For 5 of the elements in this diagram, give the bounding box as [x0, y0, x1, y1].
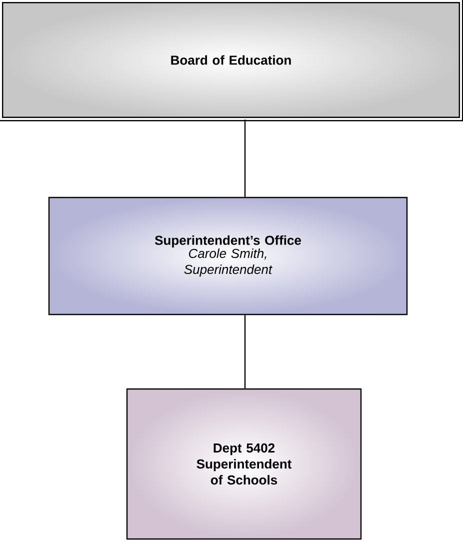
connector-line	[244, 315, 246, 388]
connector-line	[244, 120, 246, 197]
org-box: Dept 5402 Superintendent of Schools	[126, 388, 362, 540]
org-box: Superintendent’s Office Carole Smith, Superintendent	[48, 196, 408, 316]
org-box: Board of Education	[0, 0, 463, 122]
